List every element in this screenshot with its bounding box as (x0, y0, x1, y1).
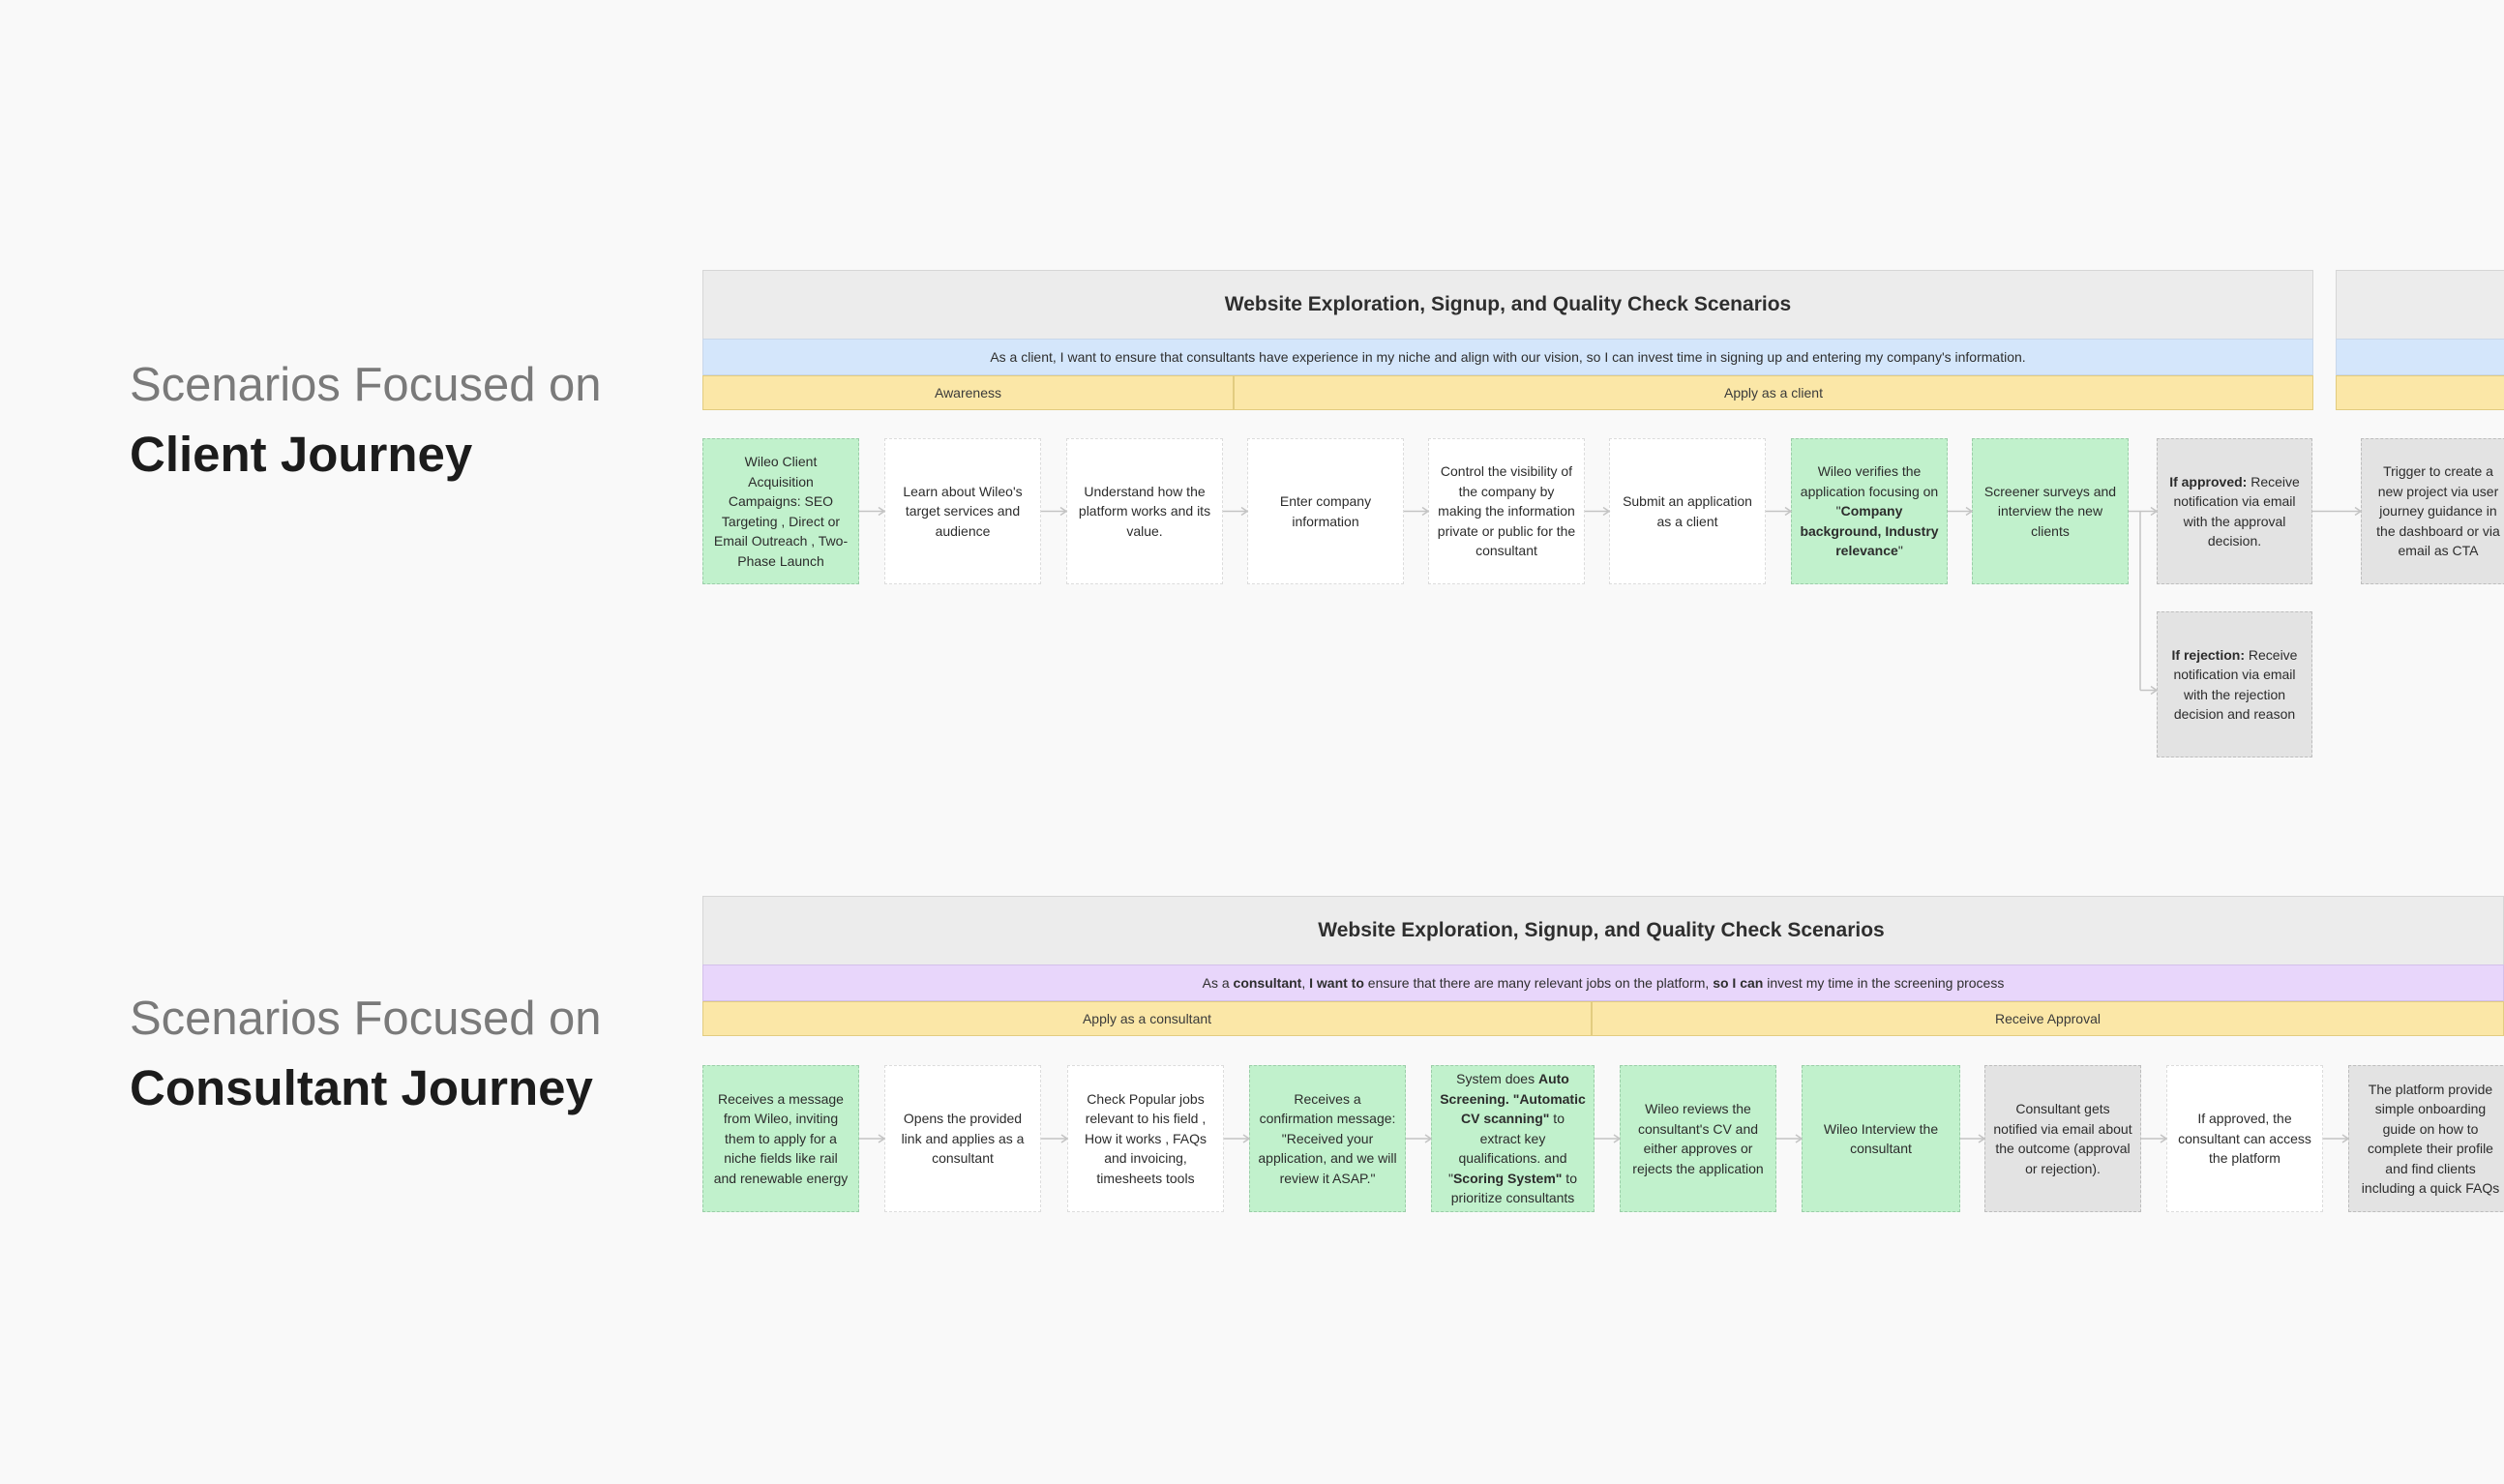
client-heading-lead: Scenarios Focused on (130, 359, 602, 411)
client-step-text-5: Control the visibility of the company by… (1437, 463, 1576, 559)
consultant-phase-apply: Apply as a consultant (702, 1001, 1592, 1036)
consultant-step-text-5: System does Auto Screening. "Automatic C… (1440, 1071, 1586, 1206)
consultant-step-card-3: Check Popular jobs relevant to his field… (1067, 1065, 1224, 1212)
consultant-step-card-10: The platform provide simple onboarding g… (2348, 1065, 2504, 1212)
client-phase-awareness: Awareness (702, 375, 1234, 410)
consultant-step-card-5: System does Auto Screening. "Automatic C… (1431, 1065, 1595, 1212)
client-scenario-frame: Website Exploration, Signup, and Quality… (702, 270, 2313, 340)
client-next-frame (2336, 270, 2504, 340)
consultant-step-card-2: Opens the provided link and applies as a… (884, 1065, 1041, 1212)
consultant-heading-title: Consultant Journey (130, 1060, 593, 1115)
consultant-step-text-3: Check Popular jobs relevant to his field… (1084, 1090, 1207, 1186)
client-user-story: As a client, I want to ensure that consu… (702, 339, 2313, 375)
consultant-journey-heading: Scenarios Focused on Consultant Journey (130, 984, 602, 1123)
consultant-step-text-1: Receives a message from Wileo, inviting … (713, 1090, 849, 1186)
client-step-text-9: If approved: Receive notification via em… (2169, 473, 2300, 549)
client-step-text-1: Wileo Client Acquisition Campaigns: SEO … (713, 454, 849, 569)
consultant-step-card-6: Wileo reviews the consultant's CV and ei… (1620, 1065, 1776, 1212)
client-step-card-6: Submit an application as a client (1609, 438, 1766, 584)
client-step-text-4: Enter company information (1279, 493, 1372, 529)
client-step-card-11: If rejection: Receive notification via e… (2157, 611, 2312, 757)
client-step-card-5: Control the visibility of the company by… (1428, 438, 1585, 584)
client-step-text-7: Wileo verifies the application focusing … (1800, 463, 1939, 559)
consultant-user-story: As a consultant, I want to ensure that t… (702, 965, 2504, 1001)
consultant-step-text-8: Consultant gets notified via email about… (1993, 1101, 2132, 1176)
consultant-phase-approval: Receive Approval (1592, 1001, 2504, 1036)
client-next-phase (2336, 375, 2504, 410)
consultant-step-text-7: Wileo Interview the consultant (1823, 1120, 1939, 1157)
consultant-step-card-4: Receives a confirmation message: "Receiv… (1249, 1065, 1406, 1212)
consultant-step-text-2: Opens the provided link and applies as a… (901, 1111, 1025, 1167)
client-step-text-6: Submit an application as a client (1623, 493, 1752, 529)
client-step-card-4: Enter company information (1247, 438, 1404, 584)
client-heading-title: Client Journey (130, 427, 473, 482)
consultant-step-text-9: If approved, the consultant can access t… (2178, 1111, 2311, 1167)
client-step-text-2: Learn about Wileo's target services and … (903, 483, 1023, 539)
consultant-frame-title: Website Exploration, Signup, and Quality… (1318, 919, 1885, 941)
consultant-step-card-1: Receives a message from Wileo, inviting … (702, 1065, 859, 1212)
client-journey-heading: Scenarios Focused on Client Journey (130, 350, 602, 490)
client-next-story (2336, 339, 2504, 375)
consultant-scenario-frame: Website Exploration, Signup, and Quality… (702, 896, 2504, 965)
client-step-text-10: Trigger to create a new project via user… (2376, 463, 2500, 559)
client-step-card-1: Wileo Client Acquisition Campaigns: SEO … (702, 438, 859, 584)
client-step-card-10: Trigger to create a new project via user… (2361, 438, 2504, 584)
consultant-step-text-6: Wileo reviews the consultant's CV and ei… (1632, 1101, 1764, 1176)
consultant-step-text-4: Receives a confirmation message: "Receiv… (1258, 1090, 1397, 1186)
client-step-text-3: Understand how the platform works and it… (1078, 483, 1211, 539)
client-step-card-8: Screener surveys and interview the new c… (1972, 438, 2129, 584)
consultant-step-card-7: Wileo Interview the consultant (1802, 1065, 1960, 1212)
client-step-card-2: Learn about Wileo's target services and … (884, 438, 1041, 584)
consultant-step-card-9: If approved, the consultant can access t… (2166, 1065, 2323, 1212)
client-frame-title: Website Exploration, Signup, and Quality… (1224, 293, 1792, 315)
consultant-step-text-10: The platform provide simple onboarding g… (2361, 1081, 2500, 1197)
client-step-card-7: Wileo verifies the application focusing … (1791, 438, 1948, 584)
consultant-step-card-8: Consultant gets notified via email about… (1984, 1065, 2141, 1212)
client-step-card-9: If approved: Receive notification via em… (2157, 438, 2312, 584)
client-phase-apply: Apply as a client (1234, 375, 2313, 410)
consultant-heading-lead: Scenarios Focused on (130, 993, 602, 1045)
client-step-card-3: Understand how the platform works and it… (1066, 438, 1223, 584)
client-step-text-8: Screener surveys and interview the new c… (1983, 483, 2117, 539)
client-step-text-11: If rejection: Receive notification via e… (2171, 646, 2298, 723)
